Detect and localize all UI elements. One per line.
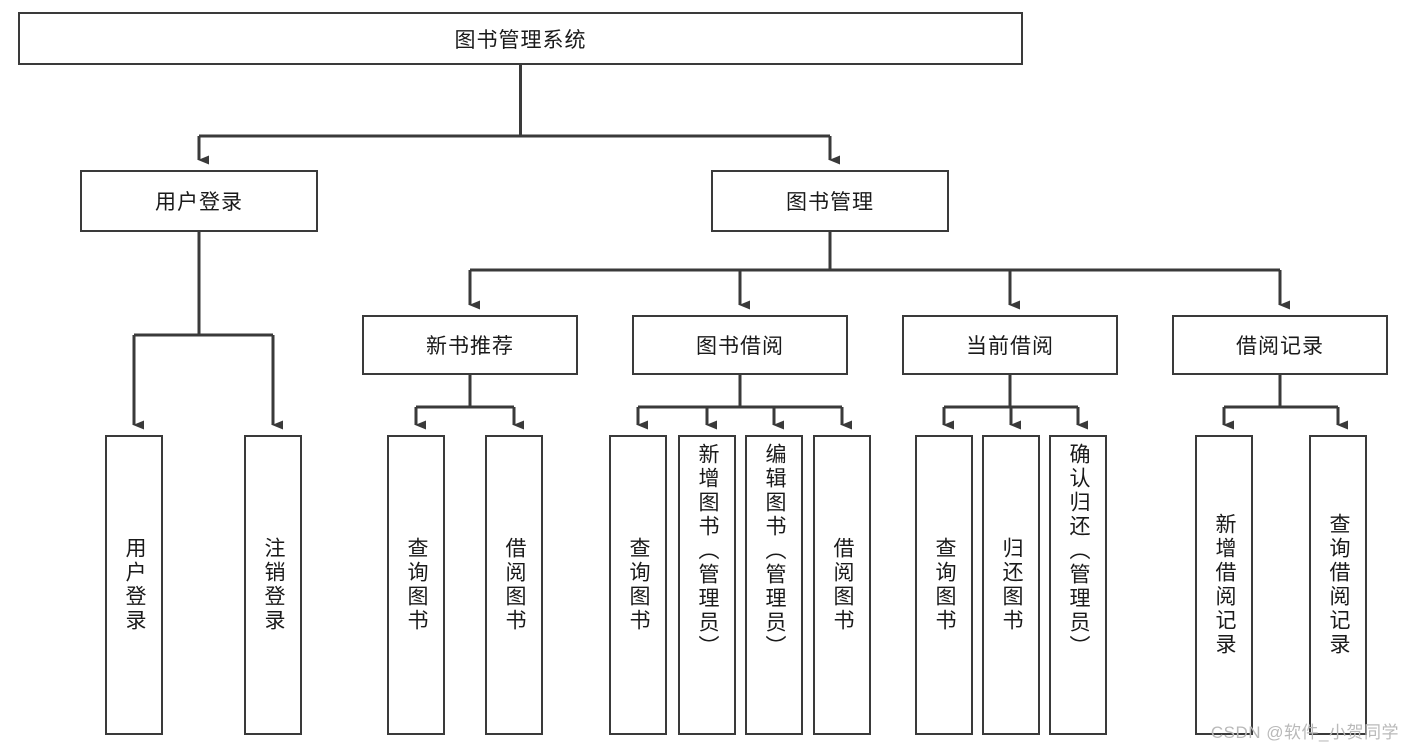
node-label: 借阅图书 <box>503 537 527 633</box>
node-leaf-logout[interactable]: 注销登录 <box>244 435 302 735</box>
node-leaf-query-book-current[interactable]: 查询图书 <box>915 435 973 735</box>
node-label: 图书管理 <box>786 191 874 214</box>
node-leaf-query-book-borrow[interactable]: 查询图书 <box>609 435 667 735</box>
node-label: 图书管理系统 <box>454 28 587 52</box>
node-leaf-confirm-return-admin[interactable]: 确认归还（管理员） <box>1049 435 1107 735</box>
node-label: 查询借阅记录 <box>1327 513 1351 657</box>
node-leaf-add-book-admin[interactable]: 新增图书（管理员） <box>678 435 736 735</box>
node-leaf-user-login[interactable]: 用户登录 <box>105 435 163 735</box>
node-borrow-record[interactable]: 借阅记录 <box>1172 315 1388 375</box>
node-label: 确认归还（管理员） <box>1067 443 1091 659</box>
node-leaf-edit-book-admin[interactable]: 编辑图书（管理员） <box>745 435 803 735</box>
node-leaf-query-borrow-record[interactable]: 查询借阅记录 <box>1309 435 1367 735</box>
node-label: 用户登录 <box>123 537 147 633</box>
node-leaf-add-borrow-record[interactable]: 新增借阅记录 <box>1195 435 1253 735</box>
node-label: 新增图书（管理员） <box>696 443 720 659</box>
node-leaf-return-book[interactable]: 归还图书 <box>982 435 1040 735</box>
node-label: 新增借阅记录 <box>1213 513 1237 657</box>
node-new-book-recommend[interactable]: 新书推荐 <box>362 315 578 375</box>
node-leaf-query-book-recommend[interactable]: 查询图书 <box>387 435 445 735</box>
node-root-book-management-system[interactable]: 图书管理系统 <box>18 12 1023 65</box>
csdn-watermark: CSDN @软件_小贺同学 <box>1210 723 1399 742</box>
node-label: 查询图书 <box>933 537 957 633</box>
node-label: 借阅记录 <box>1236 335 1324 358</box>
node-label: 用户登录 <box>155 191 243 214</box>
node-label: 图书借阅 <box>696 335 784 358</box>
node-book-management[interactable]: 图书管理 <box>711 170 949 232</box>
node-label: 借阅图书 <box>831 537 855 633</box>
node-label: 新书推荐 <box>426 335 514 358</box>
node-leaf-borrow-book[interactable]: 借阅图书 <box>813 435 871 735</box>
node-current-borrow[interactable]: 当前借阅 <box>902 315 1118 375</box>
node-label: 当前借阅 <box>966 335 1054 358</box>
node-label: 查询图书 <box>627 537 651 633</box>
node-label: 注销登录 <box>262 537 286 633</box>
node-label: 编辑图书（管理员） <box>763 443 787 659</box>
node-user-login[interactable]: 用户登录 <box>80 170 318 232</box>
node-label: 查询图书 <box>405 537 429 633</box>
node-label: 归还图书 <box>1000 537 1024 633</box>
node-book-borrow[interactable]: 图书借阅 <box>632 315 848 375</box>
node-leaf-borrow-book-recommend[interactable]: 借阅图书 <box>485 435 543 735</box>
